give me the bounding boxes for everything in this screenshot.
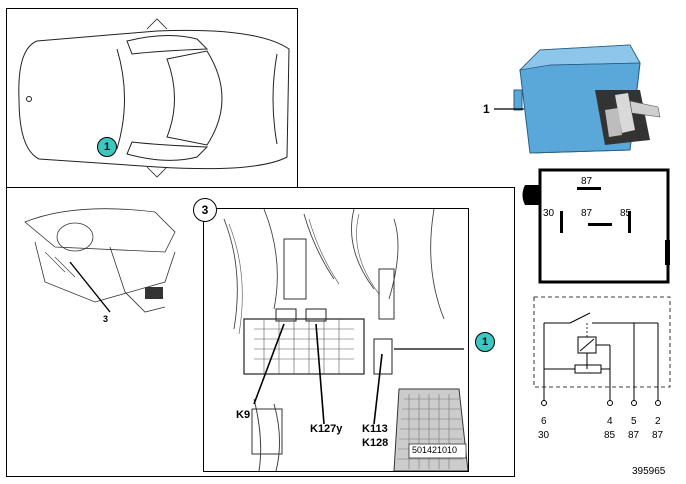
wiring-detail-drawing	[204, 209, 468, 471]
schematic-term-87a: 87	[628, 430, 640, 441]
detail-badge-number: 3	[201, 203, 209, 217]
interior-sketch	[24, 208, 176, 313]
detail-callout-1: 1	[475, 332, 495, 352]
label-k113: K113	[362, 423, 388, 435]
schematic-term-85: 85	[604, 430, 616, 441]
relay-part-label: 1	[483, 102, 490, 116]
schematic-term-87b: 87	[652, 430, 664, 441]
car-top-view-panel: 1	[6, 8, 298, 188]
schematic-pin-2: 2	[655, 416, 661, 427]
detail-view-panel: 501421010 K9 K127y K113 K128	[203, 208, 469, 472]
car-callout-1: 1	[97, 137, 117, 157]
location-panel: 3 501421010 K9 K127y	[6, 187, 515, 477]
schematic-pin-6: 6	[541, 416, 547, 427]
pinout-top-87: 87	[581, 176, 593, 187]
schematic-pin-4: 4	[607, 416, 613, 427]
detail-code-label: 501421010	[412, 445, 458, 455]
detail-badge-3: 3	[193, 198, 217, 222]
label-k9: K9	[236, 409, 251, 421]
relay-image	[513, 44, 661, 154]
pinout-right-85: 85	[620, 208, 632, 219]
schematic-pin-5: 5	[631, 416, 637, 427]
relay-leader-line	[494, 108, 524, 110]
car-outline	[18, 18, 290, 178]
relay-schematic	[533, 296, 671, 406]
diagram-number: 395965	[632, 466, 666, 477]
relay-pinout-diagram	[522, 168, 670, 284]
schematic-term-30: 30	[538, 430, 550, 441]
pinout-mid-87: 87	[581, 208, 593, 219]
pinout-left-30: 30	[543, 208, 555, 219]
interior-callout-3: 3	[103, 314, 109, 324]
label-k128: K128	[362, 437, 389, 449]
label-k127y: K127y	[310, 423, 343, 435]
